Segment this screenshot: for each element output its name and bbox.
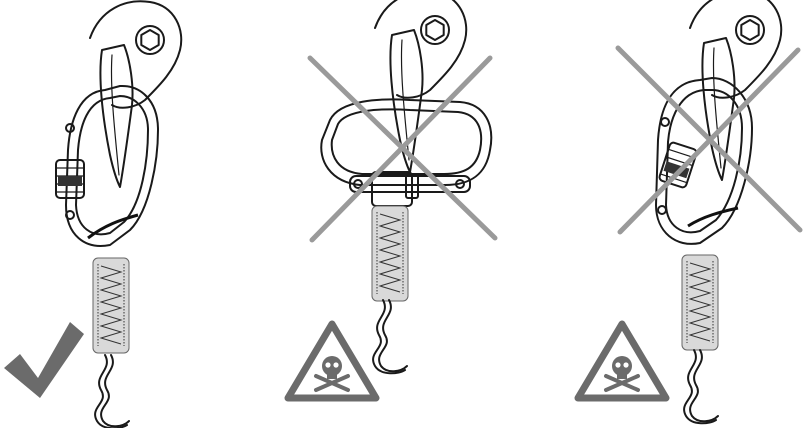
gate-sleeve-3 — [658, 141, 698, 189]
cross-line-2 — [309, 55, 493, 243]
panel-correct — [4, 0, 183, 428]
panel-wrong-gate-loaded — [578, 0, 803, 425]
gate-sleeve — [55, 159, 85, 199]
danger-skull-icon — [288, 324, 376, 398]
carabiner-correct — [65, 84, 159, 247]
panel-wrong-crossloaded — [288, 0, 498, 398]
danger-skull-icon-2 — [578, 324, 666, 398]
cross-line-4 — [617, 47, 801, 235]
carabiner-horizontal — [320, 98, 493, 186]
check-icon — [4, 322, 84, 398]
